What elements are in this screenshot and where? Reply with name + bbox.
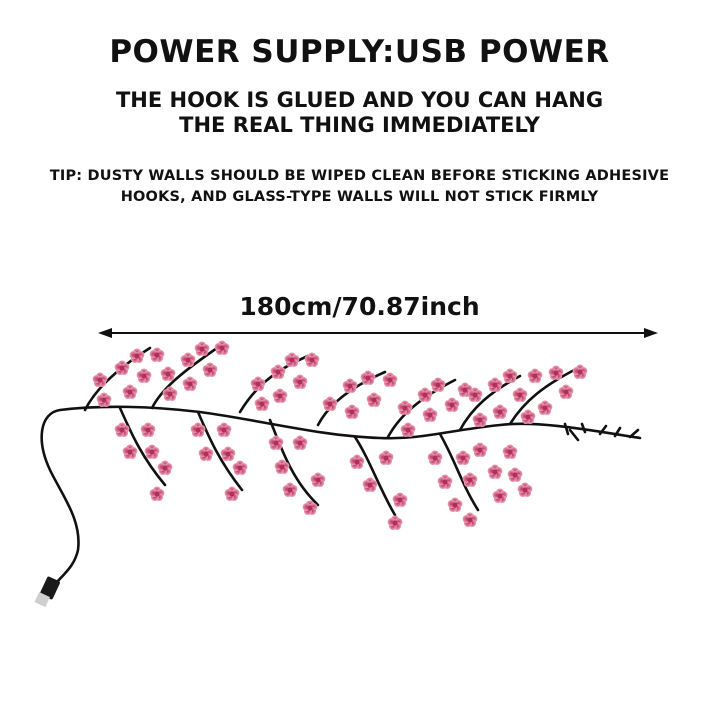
tip-line-2: HOOKS, AND GLASS-TYPE WALLS WILL NOT STI…: [120, 189, 599, 205]
subtitle-line-2: THE REAL THING IMMEDIATELY: [179, 113, 540, 137]
subtitle-line-1: THE HOOK IS GLUED AND YOU CAN HANG: [115, 88, 604, 112]
dimension-arrow: [98, 328, 658, 338]
tip-text: TIP: DUSTY WALLS SHOULD BE WIPED CLEAN B…: [0, 166, 719, 208]
tip-line-1: TIP: DUSTY WALLS SHOULD BE WIPED CLEAN B…: [49, 168, 670, 184]
page-title: POWER SUPPLY:USB POWER: [109, 34, 610, 70]
dimension-label: 180cm/70.87inch: [239, 292, 480, 321]
subtitle: THE HOOK IS GLUED AND YOU CAN HANG THE R…: [0, 88, 719, 138]
branch: [40, 344, 642, 592]
usb-plug-icon: [34, 576, 60, 608]
